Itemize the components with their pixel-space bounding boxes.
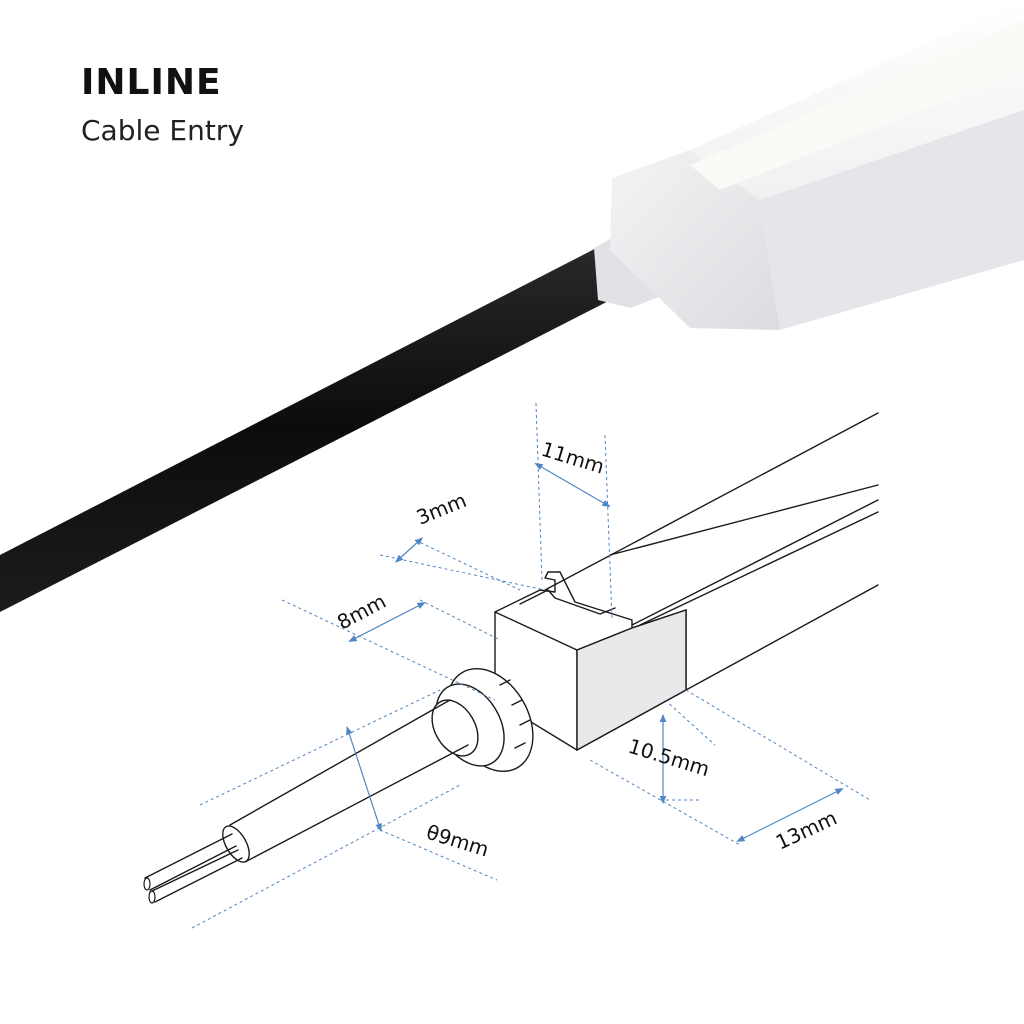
black-cable: [0, 240, 630, 612]
dim-arrow-11mm: [534, 462, 611, 508]
dim-arrow-3mm: [394, 537, 424, 563]
dim-label-3mm: 3mm: [413, 488, 470, 530]
dim-label-9mm: θ9mm: [424, 820, 492, 862]
dim-arrow-13mm: [736, 788, 844, 842]
dim-arrow-9mm: [346, 726, 382, 832]
diffuser: [690, 20, 1024, 190]
dim-arrow-8mm: [348, 602, 426, 642]
cable-gland: [431, 668, 534, 772]
strip-side: [760, 110, 1024, 330]
dim-label-10-5mm: 10.5mm: [626, 734, 713, 781]
page-title: INLINE: [81, 62, 222, 103]
dim-label-11mm: 11mm: [539, 437, 608, 479]
led-strip-render: [0, 0, 1024, 612]
page-subtitle: Cable Entry: [81, 114, 244, 147]
dim-label-8mm: 8mm: [333, 589, 390, 634]
end-cap: [610, 150, 780, 330]
white-cable: [143, 699, 469, 904]
dim-label-13mm: 13mm: [772, 806, 841, 855]
